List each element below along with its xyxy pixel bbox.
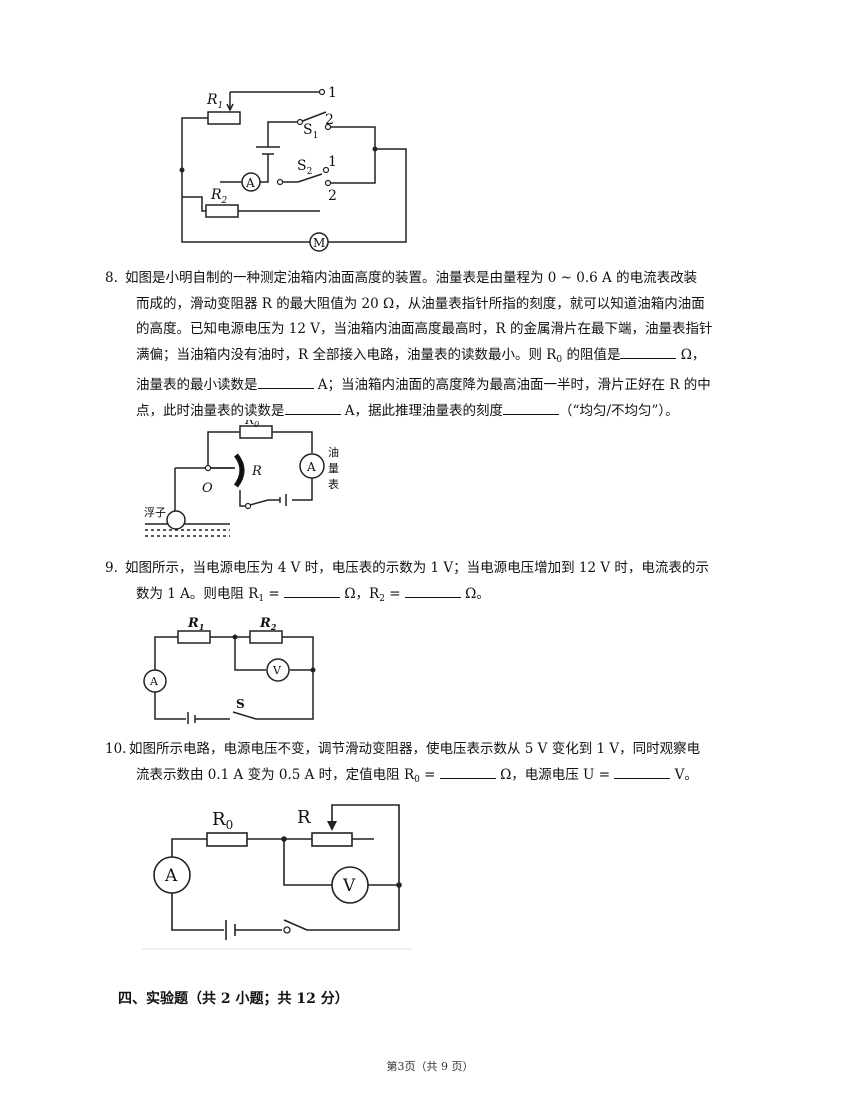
svg-text:R1: R1 — [187, 616, 204, 632]
svg-text:R0: R0 — [212, 809, 233, 832]
answer-blank-scale[interactable] — [503, 400, 560, 415]
fig-q8-float: 浮子 — [144, 506, 166, 519]
fig-q10-r0: R — [212, 809, 226, 830]
svg-text:S2: S2 — [297, 158, 312, 177]
fig-top-s2: S — [297, 158, 307, 174]
svg-text:R0: R0 — [244, 420, 259, 429]
figure-q8-fuel-gauge: R0 R O A 油 量 表 浮子 — [144, 420, 339, 537]
svg-text:量: 量 — [328, 462, 339, 475]
answer-blank-r2[interactable] — [404, 583, 461, 598]
svg-text:2: 2 — [328, 188, 337, 204]
fig-top-s1: S — [303, 122, 313, 138]
question-8: 8. 如图是小明自制的一种测定油箱内油面高度的装置。油量表是由量程为 0 ~ 0… — [105, 266, 756, 424]
figure-q10-circuit: R0 R A V — [142, 804, 412, 950]
question-10: 10. 如图所示电路，电源电压不变，调节滑动变阻器，使电压表示数从 5 V 变化… — [105, 737, 756, 793]
answer-blank-voltage[interactable] — [614, 764, 671, 779]
answer-blank-half-reading[interactable] — [284, 400, 341, 415]
fig-q8-r: R — [251, 464, 262, 479]
fig-q9-switch: S — [236, 697, 245, 711]
fig-q8-ammeter: A — [306, 460, 316, 474]
svg-text:S1: S1 — [303, 122, 318, 141]
fig-q9-ammeter: A — [149, 675, 159, 688]
svg-text:R2: R2 — [259, 616, 277, 632]
svg-text:油: 油 — [328, 445, 339, 459]
answer-blank-r0-value[interactable] — [439, 764, 496, 779]
section-title: 四、实验题（共 2 小题；共 12 分） — [118, 991, 349, 1007]
fig-q8-r0: R — [244, 420, 254, 427]
fig-q9-voltmeter: V — [272, 664, 282, 677]
svg-text:表: 表 — [328, 477, 339, 491]
question-9-number: 9. — [105, 560, 118, 576]
figure-top-circuit: R1 R2 S1 S2 1 2 1 2 A M — [179, 85, 407, 252]
fig-top-pos1: 1 — [328, 85, 337, 101]
answer-blank-r1[interactable] — [284, 583, 341, 598]
svg-text:R1: R1 — [206, 92, 223, 111]
fig-q9-r2: R — [259, 616, 271, 631]
fig-q10-r: R — [297, 807, 311, 828]
fig-top-r1: R — [206, 92, 218, 108]
answer-blank-r0[interactable] — [620, 344, 677, 359]
fig-q8-o: O — [202, 481, 213, 496]
fig-top-motor-label: M — [313, 236, 325, 250]
svg-text:2: 2 — [325, 112, 334, 128]
figure-q9-circuit: R1 R2 A V S — [143, 616, 316, 724]
svg-text:1: 1 — [328, 154, 337, 170]
answer-blank-min-reading[interactable] — [257, 374, 314, 389]
fig-q10-ammeter: A — [164, 866, 178, 886]
fig-top-r2: R — [210, 187, 222, 203]
fig-q9-r1: R — [187, 616, 199, 631]
page-footer: 第3页（共 9 页） — [386, 1060, 474, 1073]
question-10-number: 10. — [105, 741, 127, 757]
fig-q10-voltmeter: V — [342, 876, 356, 896]
question-9: 9. 如图所示，当电源电压为 4 V 时，电压表的示数为 1 V；当电源电压增加… — [105, 556, 756, 612]
question-8-number: 8. — [105, 270, 118, 286]
svg-text:R2: R2 — [210, 187, 228, 206]
fig-top-ammeter-label: A — [245, 176, 255, 190]
